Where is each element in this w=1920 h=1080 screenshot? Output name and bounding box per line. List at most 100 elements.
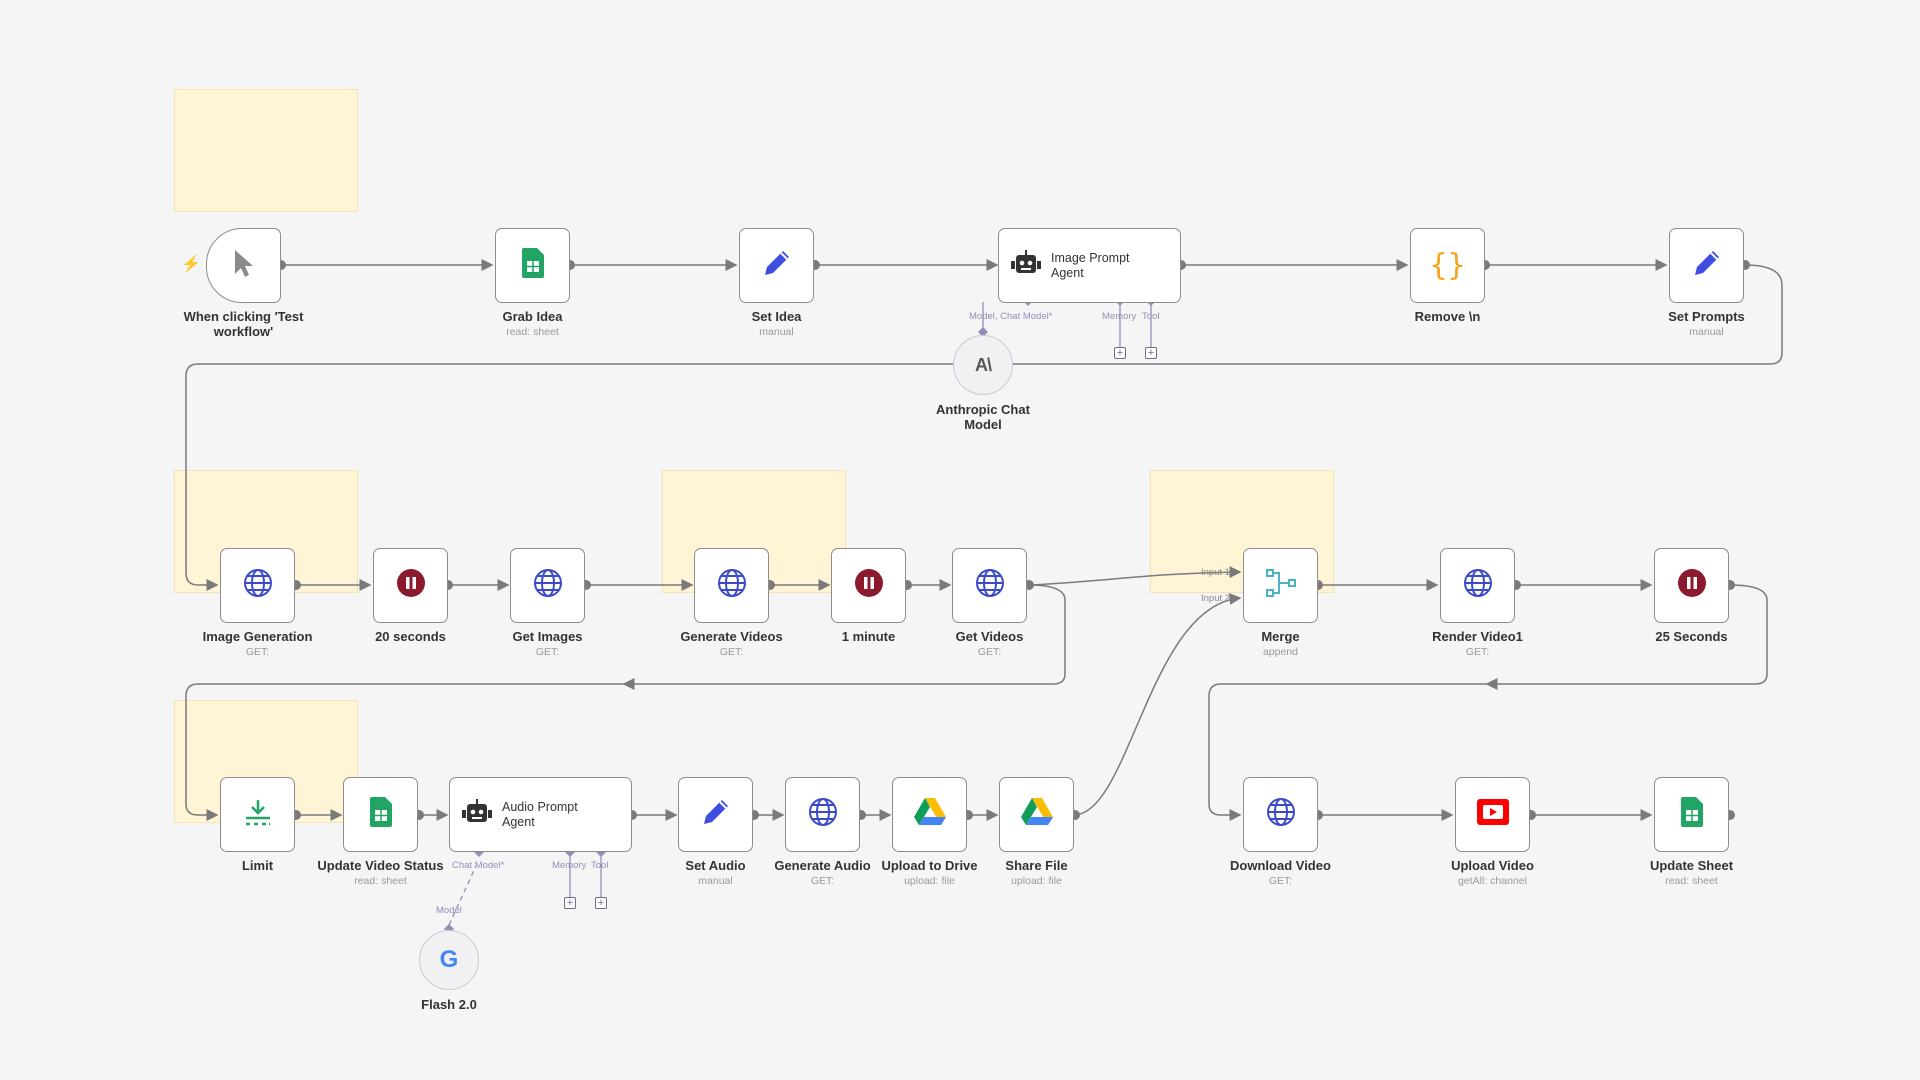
node-anthropic-chat-model[interactable]: A\ Anthropic Chat Model bbox=[936, 335, 1030, 432]
port-label-model: Model bbox=[436, 905, 462, 916]
port-label-chat-model: Chat Model* bbox=[452, 860, 505, 871]
node-title: Set Prompts bbox=[1668, 309, 1745, 324]
sticky-note[interactable] bbox=[174, 89, 358, 212]
node-grab-idea[interactable]: Grab Idea read: sheet bbox=[495, 228, 570, 338]
node-limit[interactable]: Limit bbox=[220, 777, 295, 873]
lightning-bolt-icon: ⚡ bbox=[181, 256, 201, 273]
node-image-prompt-agent[interactable]: Image Prompt Agent bbox=[998, 228, 1181, 303]
node-download-video[interactable]: Download Video GET: bbox=[1230, 777, 1331, 887]
node-title: Render Video1 bbox=[1432, 629, 1523, 644]
node-subtitle: GET: bbox=[245, 646, 270, 658]
node-flash-2-0[interactable]: G Flash 2.0 bbox=[419, 930, 479, 1012]
node-remove-newline[interactable]: {} Remove \n bbox=[1410, 228, 1485, 324]
node-subtitle: append bbox=[1262, 646, 1299, 658]
globe-icon bbox=[975, 568, 1005, 603]
node-subtitle: getAll: channel bbox=[1458, 875, 1527, 887]
add-tool-button[interactable]: + bbox=[595, 897, 607, 909]
ai-connection bbox=[448, 865, 477, 926]
node-update-video-status[interactable]: Update Video Status read: sheet bbox=[317, 777, 444, 887]
node-title: 20 seconds bbox=[375, 629, 446, 644]
port-label-memory: Memory bbox=[1102, 311, 1137, 322]
node-title: Limit bbox=[241, 858, 274, 873]
pause-icon bbox=[396, 568, 426, 603]
node-upload-to-drive[interactable]: Upload to Drive upload: file bbox=[881, 777, 978, 887]
node-subtitle: GET: bbox=[977, 646, 1002, 658]
add-memory-button[interactable]: + bbox=[564, 897, 576, 909]
node-title: Merge bbox=[1261, 629, 1300, 644]
node-trigger-manual[interactable]: When clicking 'Test workflow' bbox=[184, 228, 303, 339]
pencil-icon bbox=[761, 247, 793, 284]
robot-icon bbox=[1011, 250, 1041, 281]
node-wait-20-seconds[interactable]: 20 seconds bbox=[373, 548, 448, 644]
node-title: Image Generation bbox=[202, 629, 313, 644]
node-title: 25 Seconds bbox=[1655, 629, 1728, 644]
node-title: Share File bbox=[1005, 858, 1068, 873]
node-label: Image Prompt Agent bbox=[1051, 250, 1130, 280]
node-title: Get Videos bbox=[955, 629, 1024, 644]
node-subtitle: GET: bbox=[1268, 875, 1293, 887]
node-title: Set Idea bbox=[751, 309, 802, 324]
pencil-icon bbox=[700, 796, 732, 833]
node-generate-videos[interactable]: Generate Videos GET: bbox=[680, 548, 783, 658]
node-subtitle: upload: file bbox=[904, 875, 955, 887]
pause-icon bbox=[854, 568, 884, 603]
pencil-icon bbox=[1691, 247, 1723, 284]
globe-icon bbox=[808, 797, 838, 832]
add-memory-button[interactable]: + bbox=[1114, 347, 1126, 359]
node-subtitle: GET: bbox=[535, 646, 560, 658]
node-subtitle: GET: bbox=[719, 646, 744, 658]
merge-icon bbox=[1265, 567, 1297, 604]
google-drive-icon bbox=[1020, 798, 1053, 831]
node-title: Upload to Drive bbox=[881, 858, 978, 873]
node-subtitle: read: sheet bbox=[1665, 875, 1718, 887]
google-drive-icon bbox=[913, 798, 946, 831]
node-generate-audio[interactable]: Generate Audio GET: bbox=[774, 777, 871, 887]
node-audio-prompt-agent[interactable]: Audio Prompt Agent bbox=[449, 777, 632, 852]
node-subtitle: GET: bbox=[1465, 646, 1490, 658]
robot-icon bbox=[462, 799, 492, 830]
node-title: Flash 2.0 bbox=[421, 997, 477, 1012]
connection bbox=[1074, 592, 1242, 816]
node-label: Audio Prompt Agent bbox=[502, 799, 578, 829]
node-merge[interactable]: Merge append bbox=[1243, 548, 1318, 658]
node-subtitle: manual bbox=[759, 326, 794, 338]
globe-icon bbox=[717, 568, 747, 603]
node-get-videos[interactable]: Get Videos GET: bbox=[952, 548, 1027, 658]
node-title: Download Video bbox=[1230, 858, 1331, 873]
merge-input-2-label: Input 2 bbox=[1201, 593, 1231, 604]
globe-icon bbox=[243, 568, 273, 603]
code-braces-icon: {} bbox=[1429, 248, 1466, 283]
node-title: Upload Video bbox=[1451, 858, 1534, 873]
globe-icon bbox=[1463, 568, 1493, 603]
port-label-memory: Memory bbox=[552, 860, 587, 871]
merge-input-1-label: Input 1 bbox=[1201, 567, 1231, 578]
node-title: Update Video Status bbox=[317, 858, 444, 873]
node-subtitle: manual bbox=[698, 875, 733, 887]
node-update-sheet[interactable]: Update Sheet read: sheet bbox=[1650, 777, 1733, 887]
node-title: 1 minute bbox=[841, 629, 896, 644]
node-render-video[interactable]: Render Video1 GET: bbox=[1432, 548, 1523, 658]
port-label-tool: Tool bbox=[1142, 311, 1160, 322]
node-title: Generate Audio bbox=[774, 858, 871, 873]
node-wait-1-minute[interactable]: 1 minute bbox=[831, 548, 906, 644]
node-set-prompts[interactable]: Set Prompts manual bbox=[1668, 228, 1745, 338]
port-label-model: Model, Chat Model* bbox=[969, 311, 1053, 322]
node-set-audio[interactable]: Set Audio manual bbox=[678, 777, 753, 887]
node-title: Remove \n bbox=[1414, 309, 1481, 324]
node-title: Set Audio bbox=[685, 858, 746, 873]
node-subtitle: GET: bbox=[810, 875, 835, 887]
node-subtitle: manual bbox=[1689, 326, 1724, 338]
node-share-file[interactable]: Share File upload: file bbox=[999, 777, 1074, 887]
add-tool-button[interactable]: + bbox=[1145, 347, 1157, 359]
node-upload-video[interactable]: Upload Video getAll: channel bbox=[1451, 777, 1534, 887]
node-title: Update Sheet bbox=[1649, 858, 1734, 873]
node-get-images[interactable]: Get Images GET: bbox=[510, 548, 585, 658]
node-wait-25-seconds[interactable]: 25 Seconds bbox=[1654, 548, 1729, 644]
google-sheets-icon bbox=[369, 797, 392, 832]
node-set-idea[interactable]: Set Idea manual bbox=[739, 228, 814, 338]
node-image-generation[interactable]: Image Generation GET: bbox=[203, 548, 312, 658]
connection bbox=[1208, 584, 1768, 821]
connection bbox=[1028, 566, 1242, 586]
